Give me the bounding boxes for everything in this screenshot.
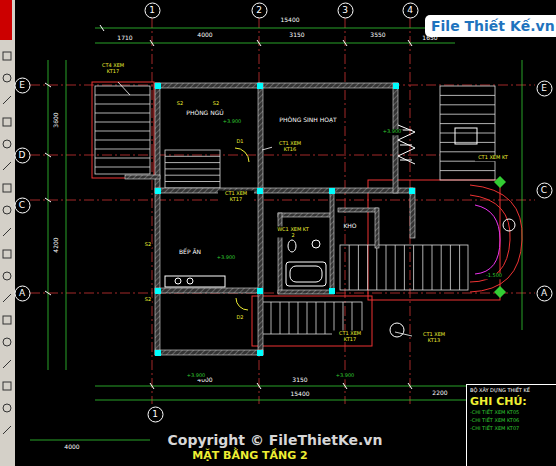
element-tag: S2 [144, 242, 152, 248]
level-mark: +3.900 [335, 373, 356, 379]
axis-bubble: D [14, 147, 31, 164]
leader-lines [118, 82, 412, 336]
dimension: 3600 [53, 111, 60, 128]
node-text: BỘ XÂY DỰNG THIẾT KẾ [470, 388, 553, 394]
element-tag: S2 [144, 297, 152, 303]
dimension-lines [30, 28, 522, 440]
callout-note: CT1 XEM KT17 [332, 331, 368, 342]
ramp-lines [475, 205, 500, 274]
dimension: 4000 [63, 444, 80, 451]
dimension: 1710 [116, 35, 133, 42]
level-mark: -1.500 [485, 273, 503, 279]
element-tag: D1 [235, 139, 244, 145]
dimension: 3550 [369, 32, 386, 39]
dimension: 3150 [288, 32, 305, 39]
node-text: 1 [152, 409, 158, 419]
node-text: 4 [407, 5, 413, 15]
dimension: 2200 [431, 390, 448, 397]
axis-bubble: E [14, 77, 31, 94]
dimension: 15400 [289, 391, 310, 398]
callout-note: CT1 XEM KT13 [416, 332, 452, 343]
callout-note: CT1 XEM KT16 [272, 141, 308, 152]
level-mark: +3.900 [222, 119, 243, 125]
node-text: D [19, 150, 26, 160]
room-name: PHÒNG NGỦ [185, 110, 224, 117]
callout-note: CT1 XEM KT17 [218, 191, 254, 202]
node-text: 3 [342, 5, 348, 15]
walls [125, 83, 415, 355]
node-text: File Thiết Kế.vn [431, 18, 555, 34]
axis-bubble: E [536, 80, 553, 97]
axis-bubble: 4 [402, 2, 419, 19]
node-text: A [541, 288, 547, 298]
room-name: KHO [342, 223, 357, 230]
logo-box: File Thiết Kế.vn [425, 15, 556, 37]
node-text: -CHI TIẾT XEM KT06 [470, 418, 553, 424]
grid-axes [30, 18, 535, 404]
level-marks [494, 176, 506, 298]
dimension: 4200 [53, 236, 60, 253]
dimension-ticks [45, 25, 454, 389]
level-mark: +3.900 [216, 255, 237, 261]
node-text: 2 [256, 5, 262, 15]
node-text: -CHI TIẾT XEM KT07 [470, 426, 553, 432]
node-text: 1 [149, 5, 155, 15]
fixtures [165, 125, 515, 337]
element-tag: S2 [176, 101, 184, 107]
node-text: A [19, 288, 25, 298]
callout-note: WC1 XEM KT 2 [275, 227, 311, 238]
dimension: 4000 [196, 32, 213, 39]
axis-bubble: 1 [144, 2, 161, 19]
axis-bubble: 1 [147, 406, 164, 423]
node-text: GHI CHÚ: [470, 396, 553, 409]
element-tag: D2 [235, 315, 244, 321]
toolbar [0, 0, 15, 466]
axis-bubble: C [14, 197, 31, 214]
node-text: E [19, 80, 25, 90]
columns [155, 83, 415, 356]
dimension: 3150 [291, 377, 308, 384]
watermark: Copyright © FileThietKe.vn [167, 433, 384, 448]
element-tag: S2 [212, 101, 220, 107]
dimension: 15400 [279, 17, 300, 24]
toolbar-logo [0, 0, 12, 40]
axis-bubble: C [536, 182, 553, 199]
note-panel: BỘ XÂY DỰNG THIẾT KẾGHI CHÚ:-CHI TIẾT XE… [466, 384, 556, 466]
axis-bubble: A [14, 285, 31, 302]
room-name: BẾP ĂN [178, 249, 202, 256]
node-text: E [541, 83, 547, 93]
drawing-title: MẶT BẰNG TẦNG 2 [191, 450, 309, 462]
level-mark: +3.900 [186, 373, 207, 379]
room-name: PHÒNG SINH HOẠT [278, 117, 337, 124]
node-text: -CHI TIẾT XEM KT05 [470, 410, 553, 416]
callout-note: CT1 XEM KT [475, 155, 511, 161]
node-text: C [19, 200, 25, 210]
axis-bubble: 3 [337, 2, 354, 19]
callout-note: CT4 XEM KT17 [95, 63, 131, 74]
axis-bubble: 2 [251, 2, 268, 19]
toolbar-icons [3, 52, 11, 434]
node-text: C [541, 185, 547, 195]
level-mark: +3.900 [382, 129, 403, 135]
axis-bubble: A [536, 285, 553, 302]
